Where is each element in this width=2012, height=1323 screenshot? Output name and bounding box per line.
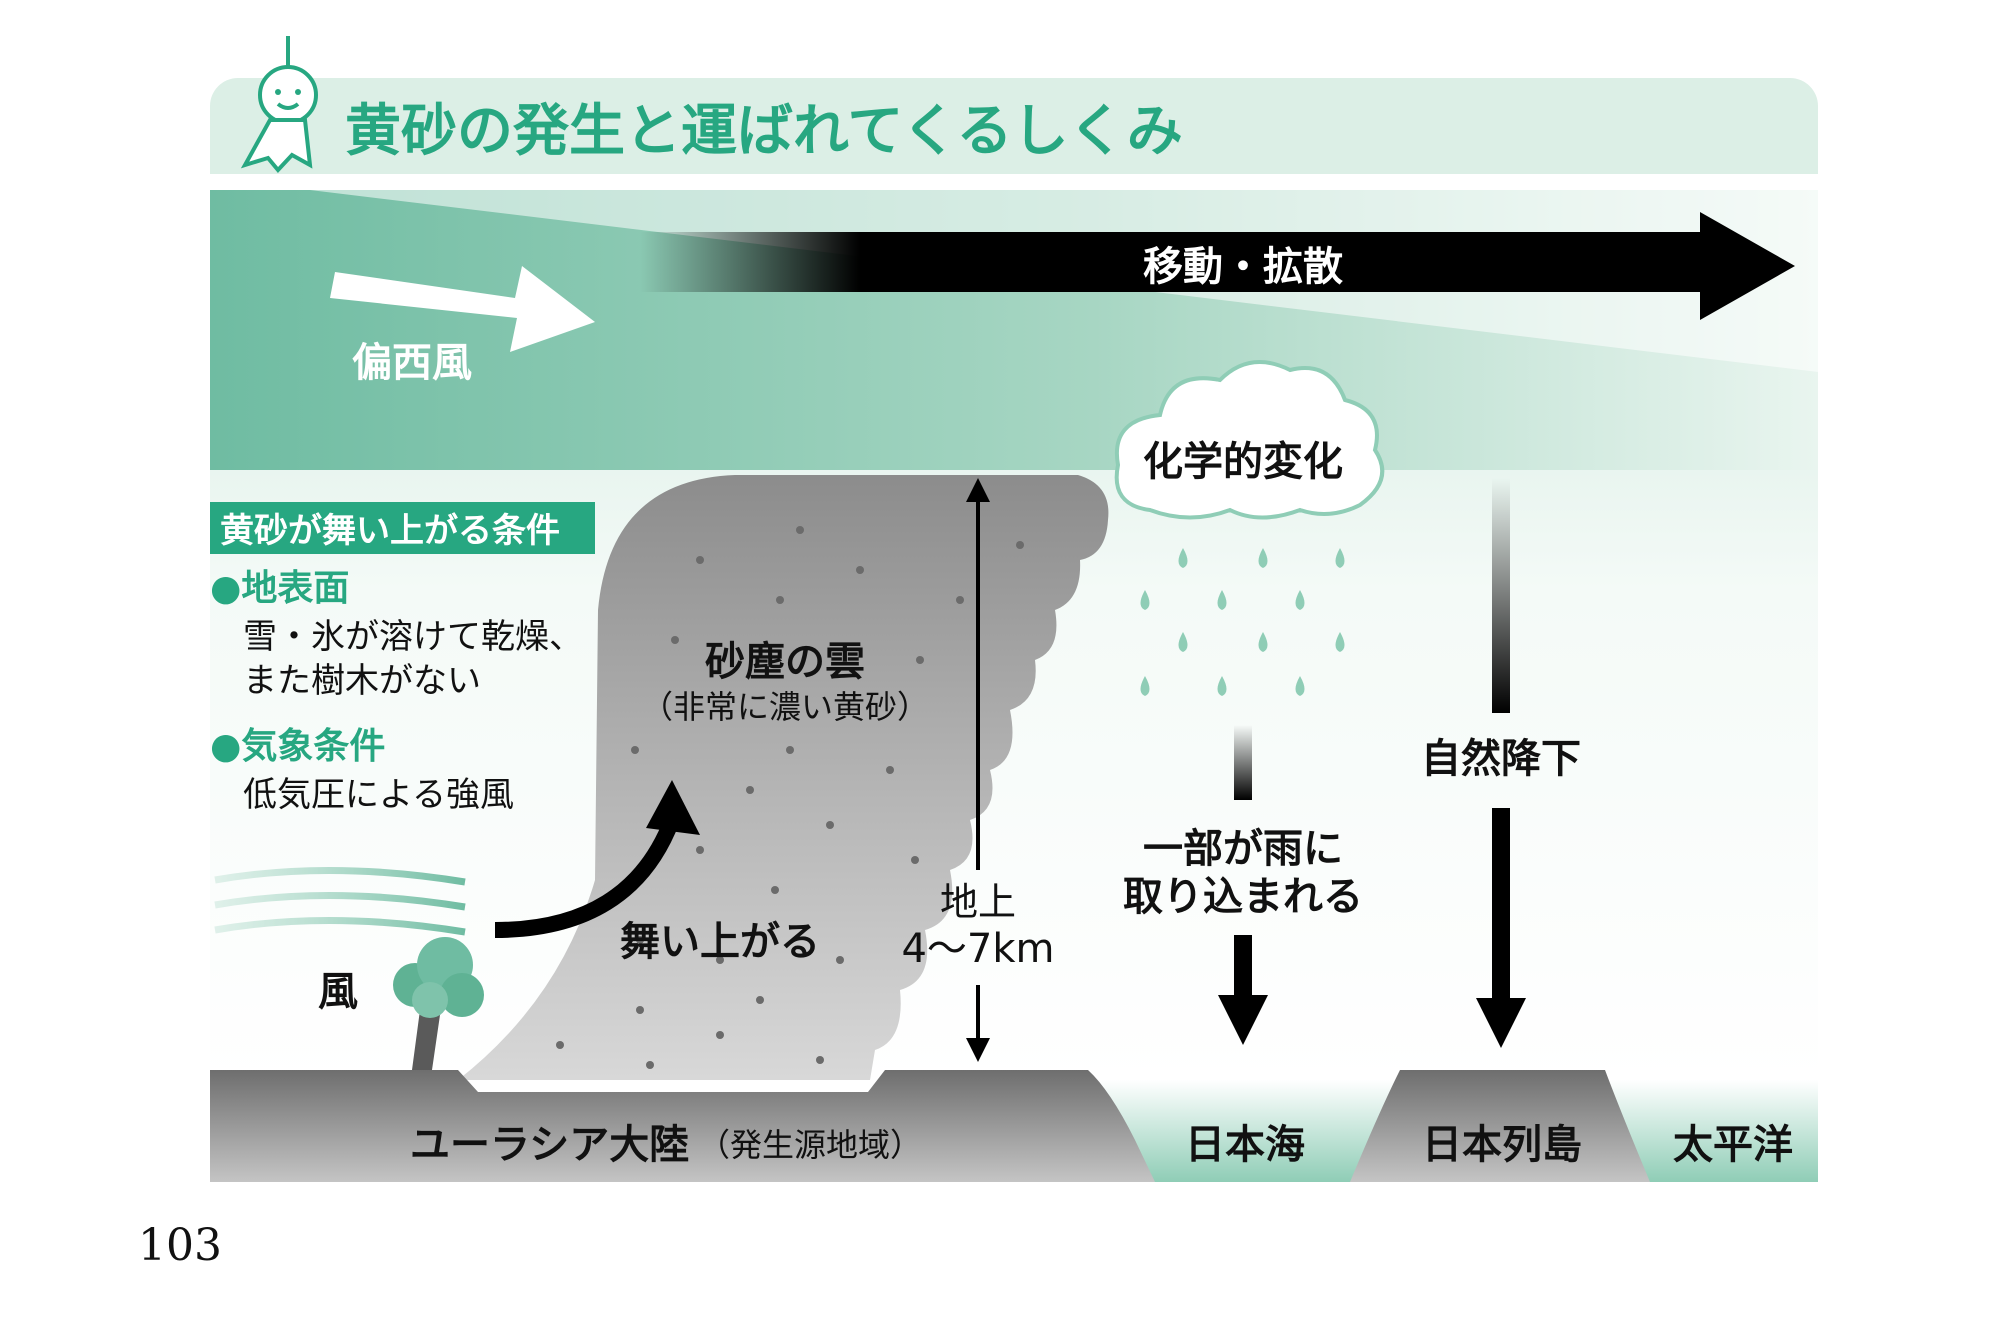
rise-label: 舞い上がる [620,919,820,965]
wind-label: 風 [318,969,358,1015]
continent-sub: （発生源地域） [698,1126,922,1164]
continent-label: ユーラシア大陸 [410,1122,689,1168]
altitude-line2: 4〜7km [901,926,1054,972]
conditions-heading-box [210,502,595,554]
rain-capture-line2: 取り込まれる [1123,874,1363,920]
sea-of-japan-label: 日本海 [1185,1122,1305,1168]
fall-arrow-head [1476,998,1526,1048]
surface-title: ●地表面 [210,568,349,609]
rain-arrow-shaft [1234,935,1252,995]
dust-cloud-sub: （非常に濃い黄砂） [641,688,929,726]
rain-capture-line1: 一部が雨に [1143,826,1343,872]
rain-arrow-head [1218,995,1268,1045]
raindrops [1140,548,1345,696]
transport-arrow-fade [640,232,860,292]
weather-title: ●気象条件 [210,726,385,767]
conditions-heading: 黄砂が舞い上がる条件 [220,511,560,551]
chemical-change-label: 化学的変化 [1143,439,1343,485]
page-number: 103 [138,1220,222,1271]
weather-line1: 低気圧による強風 [243,775,514,815]
rain-arrow-fade [1234,725,1252,800]
fall-arrow-fade [1492,478,1510,713]
natural-fall-label: 自然降下 [1421,736,1581,782]
japan-islands-label: 日本列島 [1422,1122,1582,1168]
page-title: 黄砂の発生と運ばれてくるしくみ [345,99,1183,164]
surface-line1: 雪・氷が溶けて乾燥、 [243,617,583,657]
mascot-icon [240,36,318,174]
westerlies-label: 偏西風 [352,340,472,386]
chemical-cloud [1114,360,1385,520]
islands-ground [1350,1070,1650,1182]
pacific-label: 太平洋 [1673,1122,1793,1168]
dust-cloud [458,475,1109,1080]
altitude-line1: 地上 [940,880,1016,924]
transport-arrow [860,212,1795,320]
fall-arrow-shaft [1492,808,1510,998]
continent-ground [210,1070,1155,1182]
transport-label: 移動・拡散 [1143,244,1343,290]
dust-cloud-label: 砂塵の雲 [705,639,865,685]
dust-particles [556,526,1024,1069]
rise-arrow [494,817,680,938]
surface-line2: また樹木がない [243,661,481,701]
tree-icon [393,937,484,1070]
wind-lines [214,867,466,936]
westerlies-arrow [330,266,595,352]
